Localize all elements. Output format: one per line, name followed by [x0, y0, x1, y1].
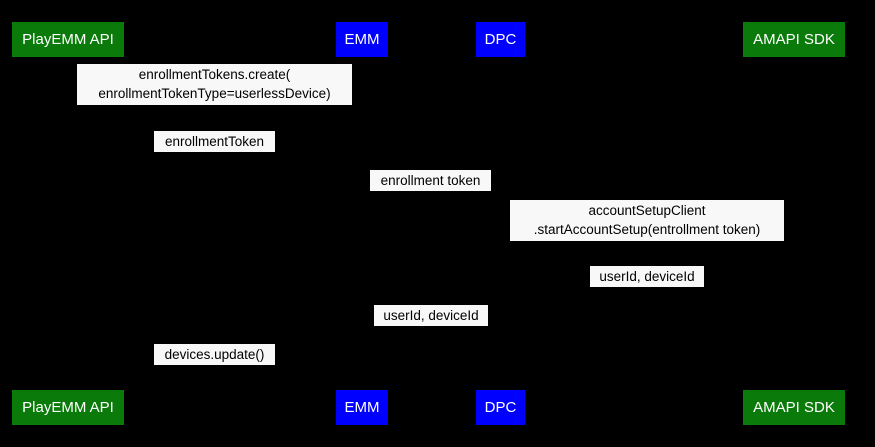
participant-amapi-sdk-bottom: AMAPI SDK — [743, 390, 845, 425]
participant-emm-bottom: EMM — [336, 390, 388, 425]
participant-dpc-top: DPC — [476, 22, 525, 57]
message-label: enrollment token — [370, 170, 491, 191]
message-label: userId, deviceId — [374, 305, 488, 326]
message-label: enrollmentToken — [154, 131, 275, 152]
message-label: userId, deviceId — [590, 266, 704, 287]
participant-playemm-api-bottom: PlayEMM API — [12, 390, 124, 425]
participant-emm-top: EMM — [336, 22, 388, 57]
participant-playemm-api-top: PlayEMM API — [12, 22, 124, 57]
message-label: enrollmentTokens.create( enrollmentToken… — [77, 64, 352, 105]
message-label: devices.update() — [154, 344, 275, 365]
message-label: accountSetupClient .startAccountSetup(en… — [510, 200, 784, 241]
participant-dpc-bottom: DPC — [476, 390, 525, 425]
participant-amapi-sdk-top: AMAPI SDK — [743, 22, 845, 57]
